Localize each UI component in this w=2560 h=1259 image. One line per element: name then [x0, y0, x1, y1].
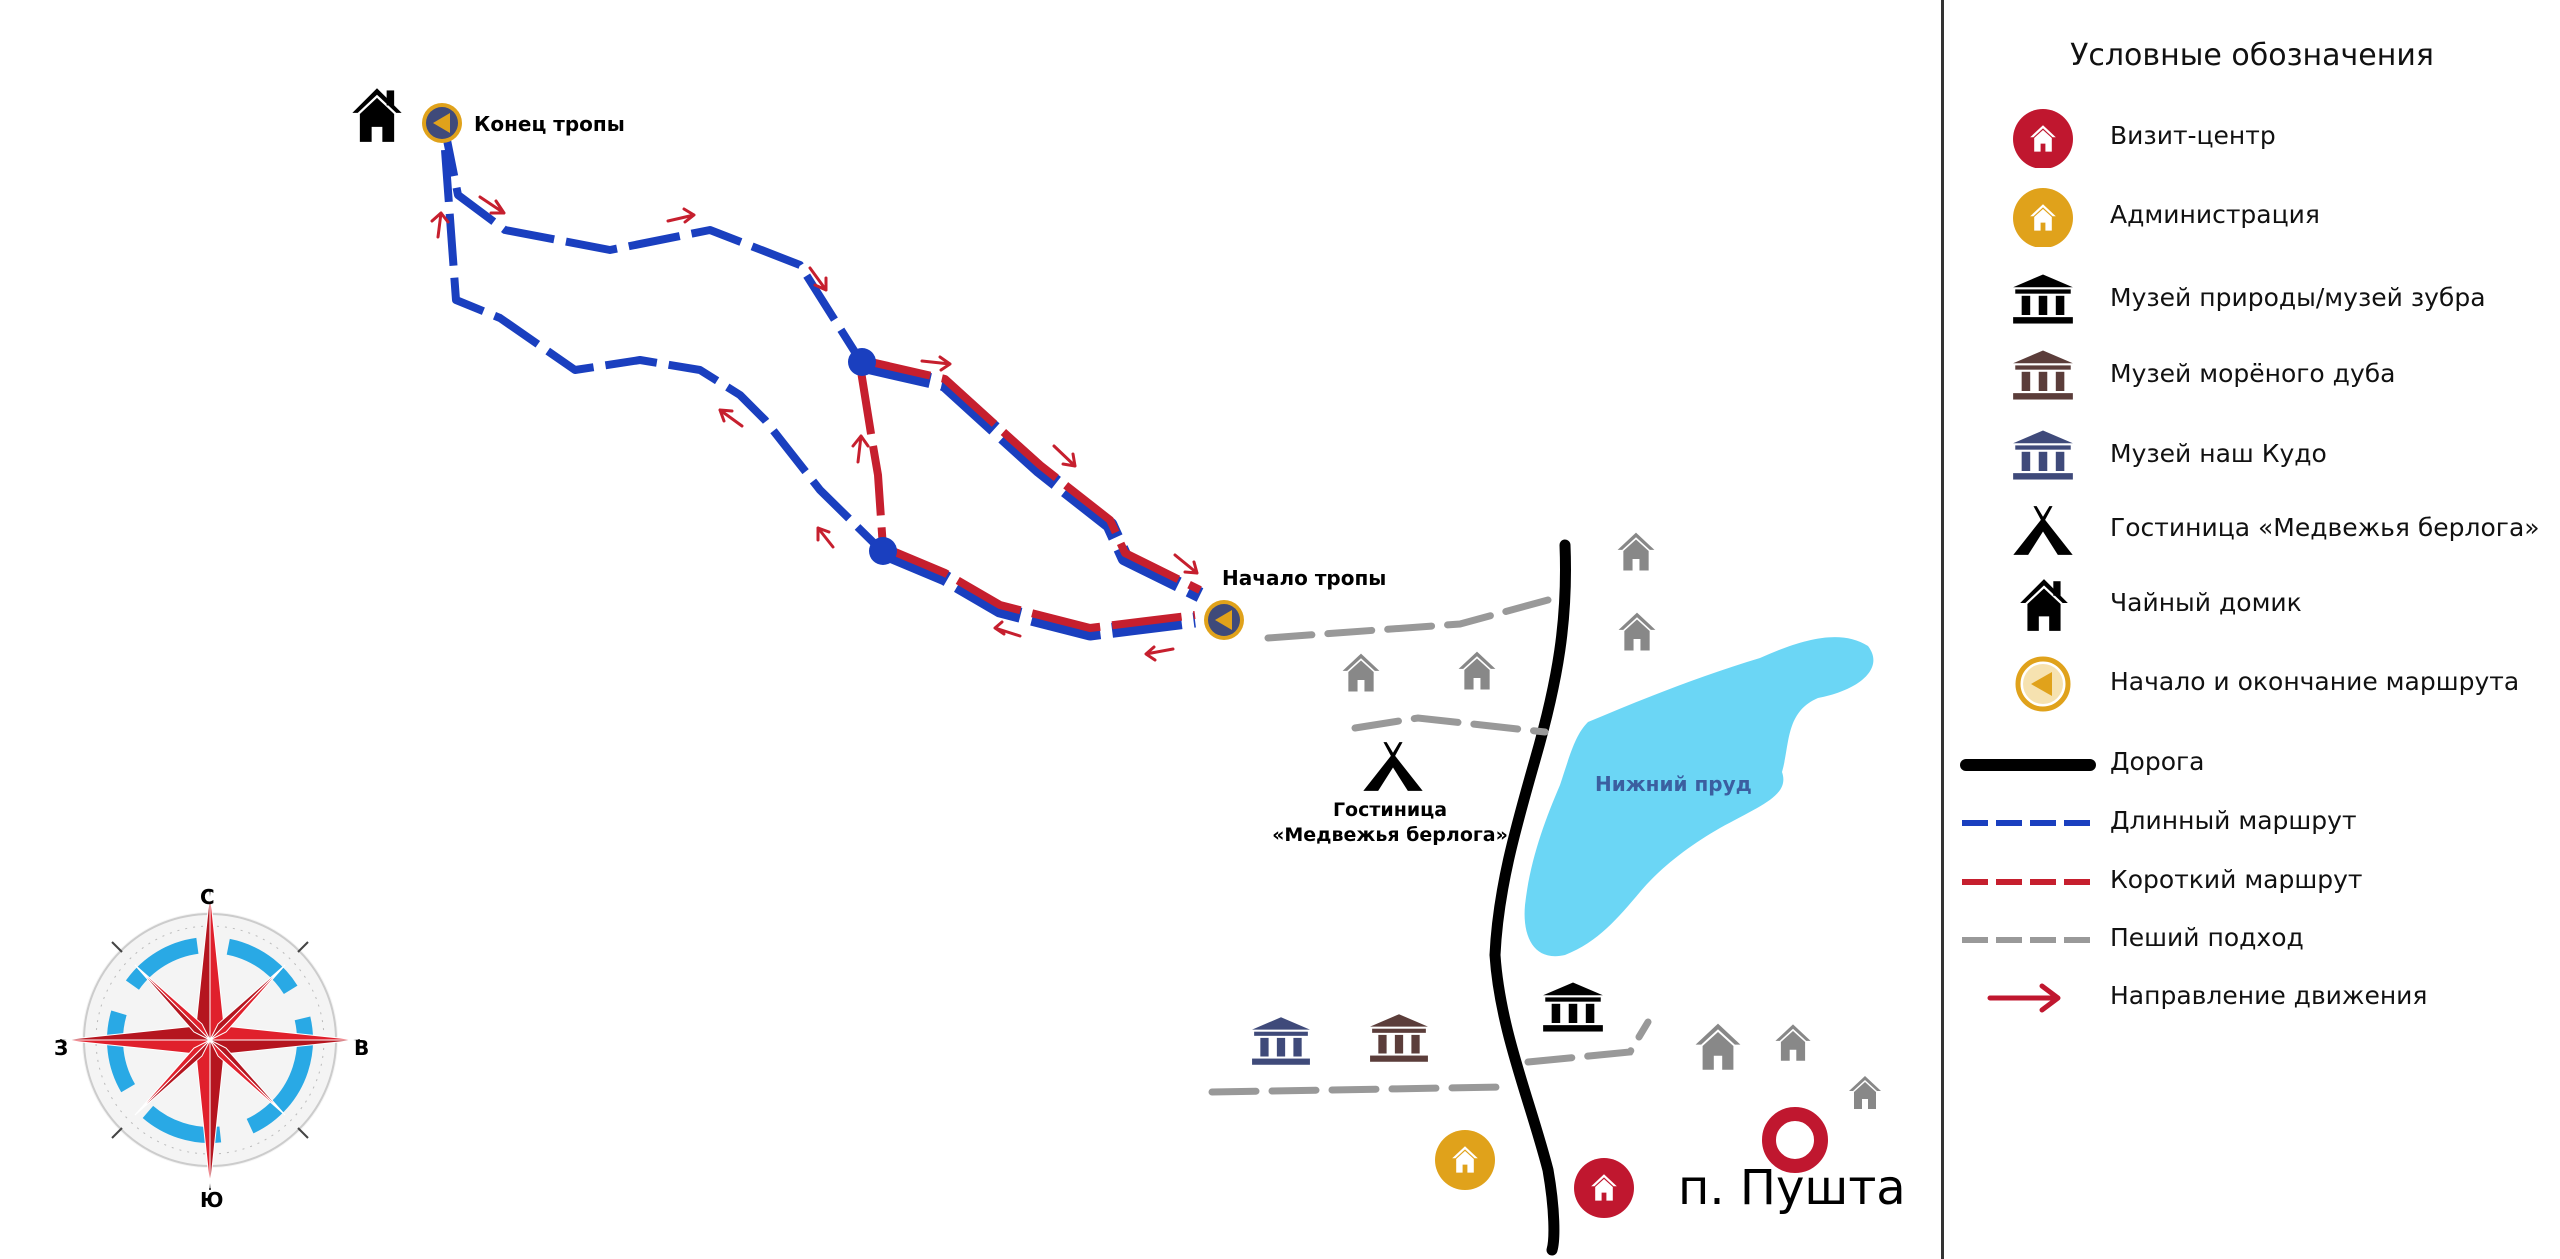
tea-house-icon — [352, 88, 402, 142]
trail-map: Конец тропы Начало тропы Нижний пруд Гос… — [54, 88, 1906, 1256]
village-marker — [1762, 1107, 1828, 1173]
compass-north-label: С — [200, 885, 215, 909]
legend-item-visit-center: Визит-центр — [1944, 108, 2560, 168]
legend-label: Начало и окончание маршрута — [2110, 667, 2520, 696]
short-route-line-icon — [1962, 879, 2096, 885]
route-junction — [848, 348, 876, 376]
legend-title: Условные обозначения — [2070, 38, 2434, 73]
compass-south-label: Ю — [200, 1188, 224, 1212]
legend-label: Чайный домик — [2110, 588, 2302, 617]
museum-kudo-icon — [1252, 1017, 1310, 1065]
long-route-line-icon — [1962, 820, 2096, 826]
legend-label: Музей природы/музей зубра — [2110, 283, 2486, 312]
legend-item-administration: Администрация — [1944, 187, 2560, 247]
legend-divider — [1941, 0, 1944, 1259]
legend-label: Длинный маршрут — [2110, 806, 2357, 835]
legend-item-tea-house: Чайный домик — [1944, 575, 2560, 635]
trail-end-label: Конец тропы — [474, 112, 625, 136]
legend-label: Короткий маршрут — [2110, 865, 2363, 894]
pond-label: Нижний пруд — [1595, 772, 1752, 796]
pond-shape — [1524, 637, 1874, 957]
compass-west-label: З — [54, 1036, 69, 1060]
legend-label: Гостиница «Медвежья берлога» — [2110, 513, 2540, 542]
compass-east-label: В — [354, 1036, 370, 1060]
tent-icon — [1363, 742, 1423, 791]
legend-item-hotel: Гостиница «Медвежья берлога» — [1944, 500, 2560, 560]
visit-center-icon — [2013, 109, 2073, 168]
museum-oak-icon — [2013, 350, 2073, 400]
visit-center-icon — [1574, 1158, 1634, 1218]
museum-nature-icon — [2013, 274, 2073, 324]
direction-arrows — [430, 195, 1199, 662]
legend-item-museum-oak: Музей морёного дуба — [1944, 346, 2560, 406]
long-route — [440, 124, 886, 555]
museum-oak-icon — [1370, 1014, 1428, 1062]
short-route-outline — [860, 357, 1204, 641]
road-line-icon — [1960, 759, 2096, 771]
legend-item-short-route: Короткий маршрут — [1944, 852, 2560, 912]
trail-start-label: Начало тропы — [1222, 566, 1387, 590]
trail-start-marker — [1204, 600, 1244, 640]
hotel-label-line2: «Медвежья берлога» — [1272, 824, 1508, 846]
route-start-end-icon — [2015, 656, 2071, 712]
legend-label: Музей наш Кудо — [2110, 439, 2327, 468]
walk-paths — [1208, 596, 1652, 1096]
direction-arrow-icon — [1987, 983, 2061, 1013]
hotel-label: Гостиница «Медвежья берлога» — [1240, 798, 1540, 848]
route-junction — [869, 537, 897, 565]
legend-item-museum-nature: Музей природы/музей зубра — [1944, 270, 2560, 330]
tent-icon — [2013, 506, 2073, 555]
museum-kudo-icon — [2013, 430, 2073, 480]
trail-end-marker — [422, 103, 462, 143]
tea-house-icon — [2020, 579, 2068, 631]
hotel-label-line1: Гостиница — [1332, 799, 1448, 821]
legend-item-route-start-end: Начало и окончание маршрута — [1944, 654, 2560, 714]
museum-nature-icon — [1543, 982, 1603, 1032]
legend-item-direction: Направление движения — [1944, 968, 2560, 1028]
map-canvas — [60, 88, 1881, 1256]
short-route — [856, 356, 1202, 632]
legend-label: Направление движения — [2110, 981, 2428, 1010]
legend-label: Визит-центр — [2110, 121, 2276, 150]
legend-item-museum-kudo: Музей наш Кудо — [1944, 426, 2560, 486]
legend-label: Музей морёного дуба — [2110, 359, 2396, 388]
administration-icon — [1435, 1130, 1495, 1190]
compass-rose — [60, 890, 360, 1190]
legend-label: Дорога — [2110, 747, 2205, 776]
legend-label: Пеший подход — [2110, 923, 2304, 952]
administration-icon — [2013, 188, 2073, 247]
legend-item-walk-path: Пеший подход — [1944, 910, 2560, 970]
village-label: п. Пушта — [1678, 1160, 1906, 1216]
road-line — [1489, 539, 1572, 1256]
legend-panel: Условные обозначения Визит-центр Админис… — [1944, 0, 2560, 1259]
walk-path-line-icon — [1962, 937, 2096, 943]
legend-item-long-route: Длинный маршрут — [1944, 793, 2560, 853]
legend-label: Администрация — [2110, 200, 2320, 229]
legend-item-road: Дорога — [1944, 734, 2560, 794]
